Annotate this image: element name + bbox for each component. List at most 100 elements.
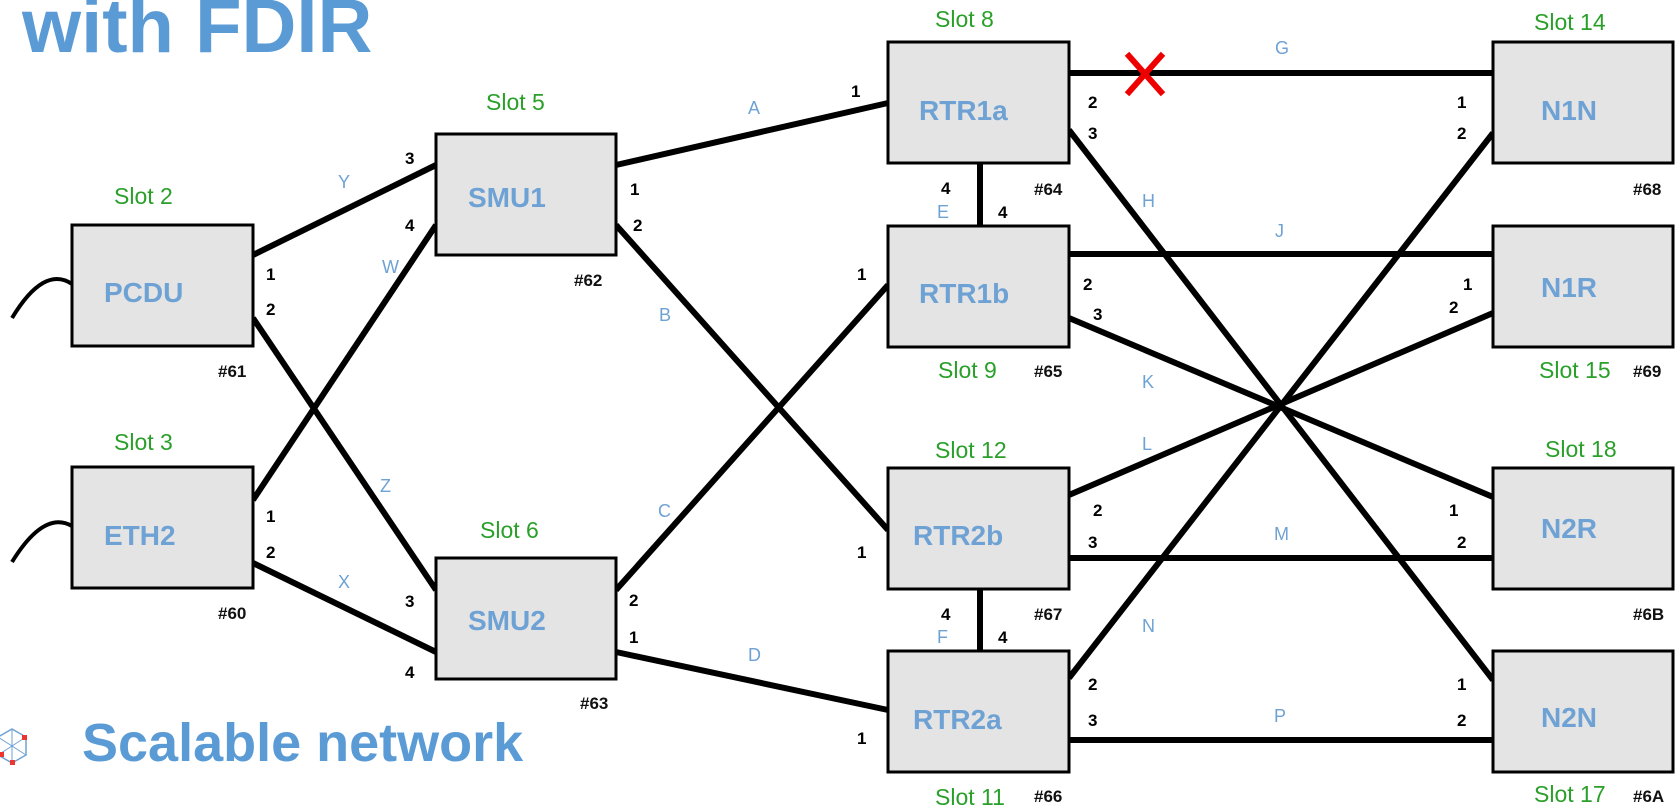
node-rtr1a[interactable]: RTR1a Slot 8 #64 (886, 6, 1071, 199)
node-n1n[interactable]: N1N Slot 14 #68 (1491, 9, 1675, 199)
node-label: PCDU (104, 277, 183, 308)
port-number: 1 (266, 507, 275, 526)
port-number: 1 (857, 729, 866, 748)
slot-label: Slot 8 (935, 6, 994, 32)
network-bullet-icon (0, 728, 27, 765)
slot-label: Slot 14 (1534, 9, 1606, 35)
node-number: #60 (218, 604, 246, 623)
port-number: 3 (405, 149, 414, 168)
port-number: 2 (1093, 501, 1102, 520)
link-label: A (748, 98, 760, 118)
port-number: 2 (633, 216, 642, 235)
link-label: M (1274, 524, 1289, 544)
port-number: 1 (1457, 675, 1466, 694)
node-number: #6A (1633, 787, 1664, 806)
link-label: D (748, 645, 761, 665)
link-label: N (1142, 616, 1155, 636)
node-label: RTR2b (913, 520, 1003, 551)
node-number: #64 (1034, 180, 1063, 199)
node-n1r[interactable]: N1R Slot 15 #69 (1491, 224, 1675, 383)
link-label: P (1274, 706, 1286, 726)
slot-label: Slot 18 (1545, 436, 1617, 462)
node-rtr2a[interactable]: RTR2a Slot 11 #66 (886, 649, 1071, 808)
link-label: H (1142, 191, 1155, 211)
node-number: #62 (574, 271, 602, 290)
node-label: RTR1a (919, 95, 1008, 126)
node-number: #6B (1633, 605, 1664, 624)
link-N (1066, 131, 1496, 680)
port-number: 1 (630, 180, 639, 199)
node-pcdu[interactable]: PCDU Slot 2 #61 (70, 183, 255, 381)
slot-label: Slot 11 (935, 784, 1005, 808)
bullet-text: Scalable network (82, 713, 524, 773)
node-rtr2b[interactable]: RTR2b Slot 12 #67 (886, 437, 1071, 624)
node-label: N1R (1541, 272, 1597, 303)
port-number: 2 (1083, 275, 1092, 294)
slot-label: Slot 3 (114, 429, 173, 455)
slot-label: Slot 5 (486, 89, 545, 115)
port-number: 3 (405, 592, 414, 611)
port-number: 1 (857, 543, 866, 562)
link-label: C (658, 501, 671, 521)
port-number: 3 (1088, 711, 1097, 730)
node-eth2[interactable]: ETH2 Slot 3 #60 (70, 429, 255, 623)
wires (10, 51, 1496, 743)
node-n2n[interactable]: N2N Slot 17 #6A (1491, 649, 1675, 807)
port-number: 1 (851, 82, 860, 101)
link-label: F (937, 627, 948, 647)
port-number: 3 (1093, 305, 1102, 324)
port-number: 3 (1088, 124, 1097, 143)
port-number: 2 (1088, 675, 1097, 694)
slot-label: Slot 9 (938, 357, 997, 383)
node-label: RTR2a (913, 704, 1002, 735)
node-rtr1b[interactable]: RTR1b Slot 9 #65 (886, 224, 1071, 383)
link-X (251, 560, 438, 655)
link-label: J (1275, 221, 1284, 241)
node-number: #68 (1633, 180, 1661, 199)
port-number: 4 (998, 203, 1008, 222)
port-number: 1 (1449, 501, 1458, 520)
port-number: 2 (266, 543, 275, 562)
node-label: ETH2 (104, 520, 176, 551)
link-B (613, 223, 891, 532)
node-number: #66 (1034, 787, 1062, 806)
port-number: 4 (405, 663, 415, 682)
node-label: RTR1b (919, 278, 1009, 309)
slide-title: with FDIR (21, 0, 372, 69)
node-number: #69 (1633, 362, 1661, 381)
port-number: 2 (1457, 711, 1466, 730)
slot-label: Slot 6 (480, 517, 539, 543)
slot-label: Slot 17 (1534, 781, 1606, 807)
link-label: B (659, 305, 671, 325)
node-label: N2N (1541, 702, 1597, 733)
link-labels: Y Z W X A B C D E F G H J K L M N P (338, 38, 1289, 726)
node-number: #65 (1034, 362, 1062, 381)
node-number: #61 (218, 362, 246, 381)
node-n2r[interactable]: N2R Slot 18 #6B (1491, 436, 1675, 624)
link-failure-cross (1124, 51, 1166, 97)
node-label: N1N (1541, 95, 1597, 126)
node-label: SMU2 (468, 605, 546, 636)
node-smu2[interactable]: SMU2 Slot 6 #63 (434, 517, 618, 713)
port-number: 1 (1463, 275, 1472, 294)
slot-label: Slot 2 (114, 183, 173, 209)
port-number: 4 (998, 628, 1008, 647)
port-number: 4 (405, 216, 415, 235)
node-number: #67 (1034, 605, 1062, 624)
port-number: 1 (1457, 93, 1466, 112)
link-label: L (1142, 434, 1152, 454)
node-smu1[interactable]: SMU1 Slot 5 #62 (434, 89, 618, 290)
port-number: 2 (1457, 533, 1466, 552)
eth2-external-cable (10, 520, 73, 564)
link-W (250, 223, 439, 502)
link-label: W (382, 257, 399, 277)
port-number: 1 (629, 628, 638, 647)
port-number: 4 (941, 605, 951, 624)
port-number: 1 (857, 265, 866, 284)
link-Y (251, 162, 438, 258)
link-Z (250, 316, 439, 592)
port-number: 3 (1088, 533, 1097, 552)
link-label: Z (380, 476, 391, 496)
